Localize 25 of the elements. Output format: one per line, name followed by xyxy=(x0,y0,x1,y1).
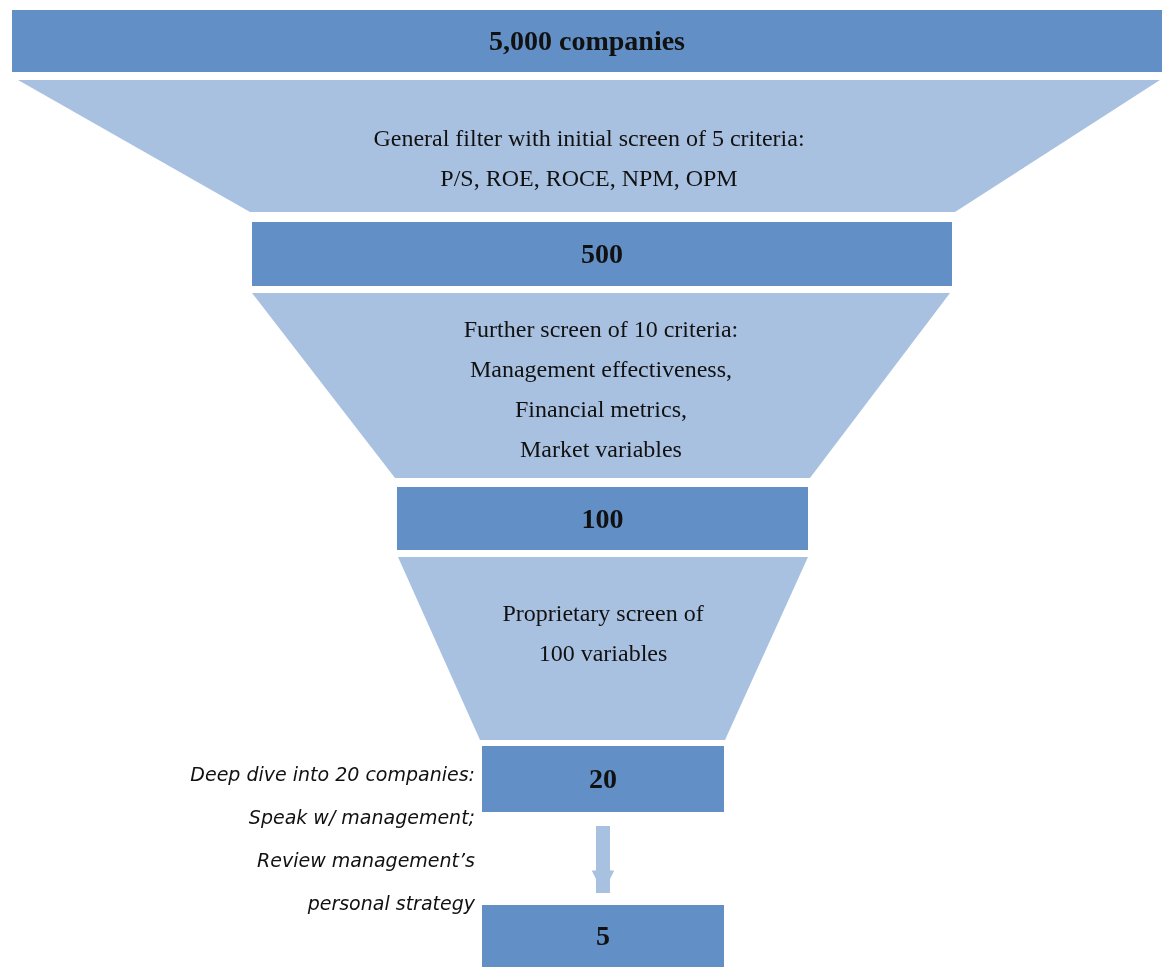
funnel-stage xyxy=(398,557,808,740)
count-bar xyxy=(482,746,724,812)
company-count: 20 xyxy=(588,763,618,795)
count-bar xyxy=(482,905,724,967)
note-text: Review management’s xyxy=(257,849,475,871)
funnel-stage xyxy=(18,80,1160,212)
stage-description: Management effectiveness, xyxy=(468,355,734,384)
company-count: 500 xyxy=(580,238,624,270)
count-bar xyxy=(397,487,808,550)
funnel-stage xyxy=(252,293,950,478)
note-text: Deep dive into 20 companies: xyxy=(190,763,475,785)
count-bar xyxy=(252,222,952,286)
stage-description: Market variables xyxy=(519,435,683,464)
arrow xyxy=(591,826,615,893)
stage-description: General filter with initial screen of 5 criteria: xyxy=(372,124,806,153)
stage-description: Further screen of 10 criteria: xyxy=(462,315,740,344)
company-count: 5 xyxy=(595,920,611,952)
stage-description: Financial metrics, xyxy=(514,395,688,424)
company-count: 5,000 companies xyxy=(488,25,686,57)
company-count: 100 xyxy=(580,502,625,535)
stage-description: Proprietary screen of 100 variables xyxy=(501,599,705,668)
count-bar xyxy=(12,10,1162,72)
note-text: personal strategy xyxy=(307,892,475,914)
stage-description: P/S, ROE, ROCE, NPM, OPM xyxy=(439,164,739,193)
note-text: Speak w/ management; xyxy=(248,806,475,828)
